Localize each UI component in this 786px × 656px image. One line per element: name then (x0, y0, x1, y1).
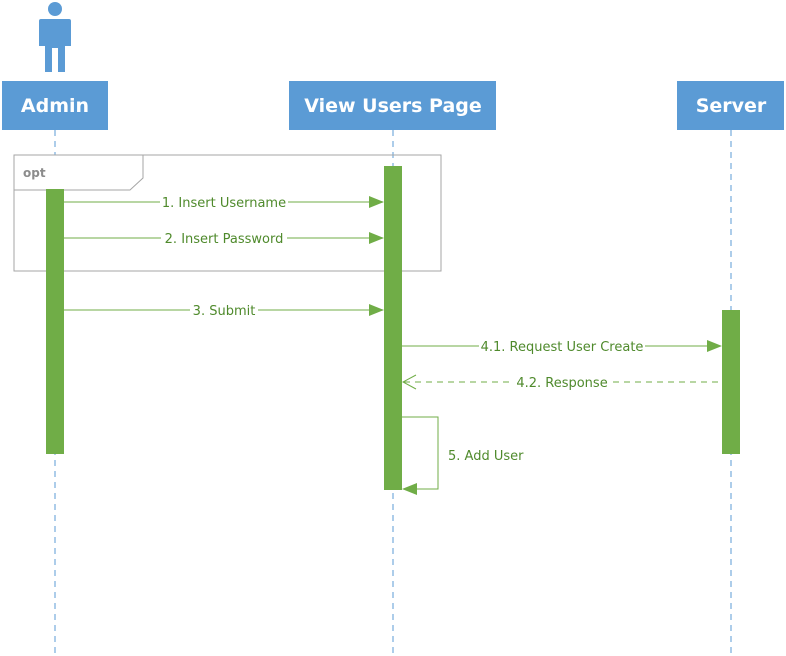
message-2: 2. Insert Password (64, 230, 384, 247)
message-5-label: 5. Add User (448, 449, 524, 464)
activation-server (722, 310, 740, 454)
message-4-1-label: 4.1. Request User Create (481, 340, 644, 355)
opt-fragment: opt (13, 154, 442, 272)
person-icon (39, 2, 71, 72)
message-2-label: 2. Insert Password (165, 232, 284, 247)
participant-server-label: Server (696, 95, 767, 117)
message-4-2: 4.2. Response (401, 374, 722, 391)
participant-admin-label: Admin (21, 95, 89, 117)
participant-admin: Admin (2, 81, 108, 130)
message-4-2-label: 4.2. Response (516, 376, 607, 391)
message-3: 3. Submit (64, 302, 384, 319)
message-4-1: 4.1. Request User Create (402, 338, 722, 355)
activation-admin (46, 189, 64, 454)
message-5: 5. Add User (402, 416, 524, 495)
activation-view-users-page (384, 166, 402, 490)
message-1: 1. Insert Username (64, 194, 384, 211)
participant-view-users-page: View Users Page (289, 81, 496, 130)
participant-server: Server (677, 81, 784, 130)
message-3-label: 3. Submit (193, 304, 256, 319)
opt-fragment-label: opt (23, 166, 46, 180)
participant-view-users-page-label: View Users Page (304, 95, 482, 117)
message-1-label: 1. Insert Username (162, 196, 286, 211)
